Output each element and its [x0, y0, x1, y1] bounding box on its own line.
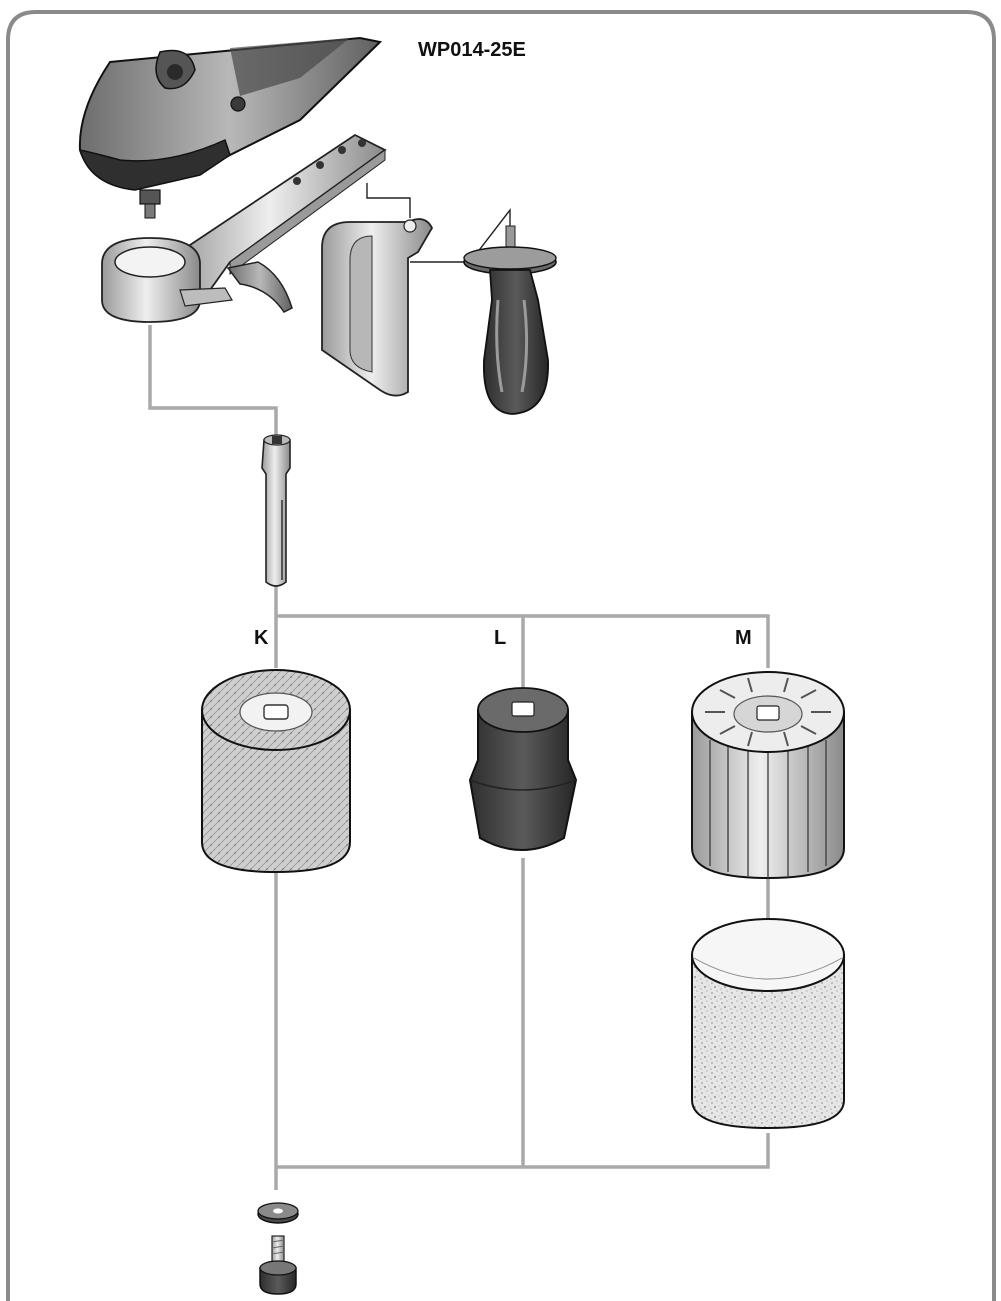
- model-title: WP014-25E: [418, 39, 526, 61]
- assembly-guide-lines: [366, 183, 511, 263]
- outer-frame: [6, 10, 996, 1301]
- connector-lines: [148, 325, 770, 1190]
- variant-label-k: K: [254, 627, 269, 649]
- fleece-roller-icon: [201, 669, 351, 874]
- rubber-roller-icon: [468, 687, 578, 851]
- hand-guard-plate-icon: [321, 218, 434, 397]
- angle-polisher-head-icon: [78, 36, 383, 219]
- slotted-expansion-roller-icon: [691, 671, 845, 880]
- side-handle-icon: [463, 225, 557, 415]
- abrasive-sleeve-icon: [691, 918, 845, 1130]
- variant-label-m: M: [735, 627, 752, 649]
- variant-label-l: L: [494, 627, 506, 649]
- support-bracket-icon: [101, 133, 387, 323]
- washer-icon: [257, 1202, 299, 1224]
- expansion-shaft-icon: [261, 434, 291, 587]
- clamping-screw-icon: [259, 1235, 297, 1295]
